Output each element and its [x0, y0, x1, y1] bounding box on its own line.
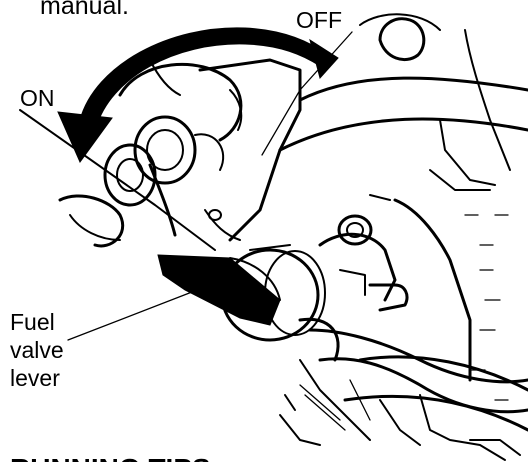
engine-body: [20, 14, 528, 460]
fuel-label-line-2: valve: [10, 337, 64, 363]
bottom-cropped-heading: RUNNING TIPS: [10, 453, 211, 462]
fuel-label-line-1: Fuel: [10, 309, 55, 335]
rotation-arrow-band: [80, 28, 328, 128]
off-label: OFF: [296, 7, 342, 33]
fuel-valve-lever: [158, 255, 280, 325]
fuel-label-line-3: lever: [10, 365, 60, 391]
top-cropped-text: manual.: [40, 0, 129, 20]
fuel-lever-leader-line: [68, 285, 210, 340]
arrow-head-on: [58, 112, 112, 162]
on-label: ON: [20, 85, 55, 111]
